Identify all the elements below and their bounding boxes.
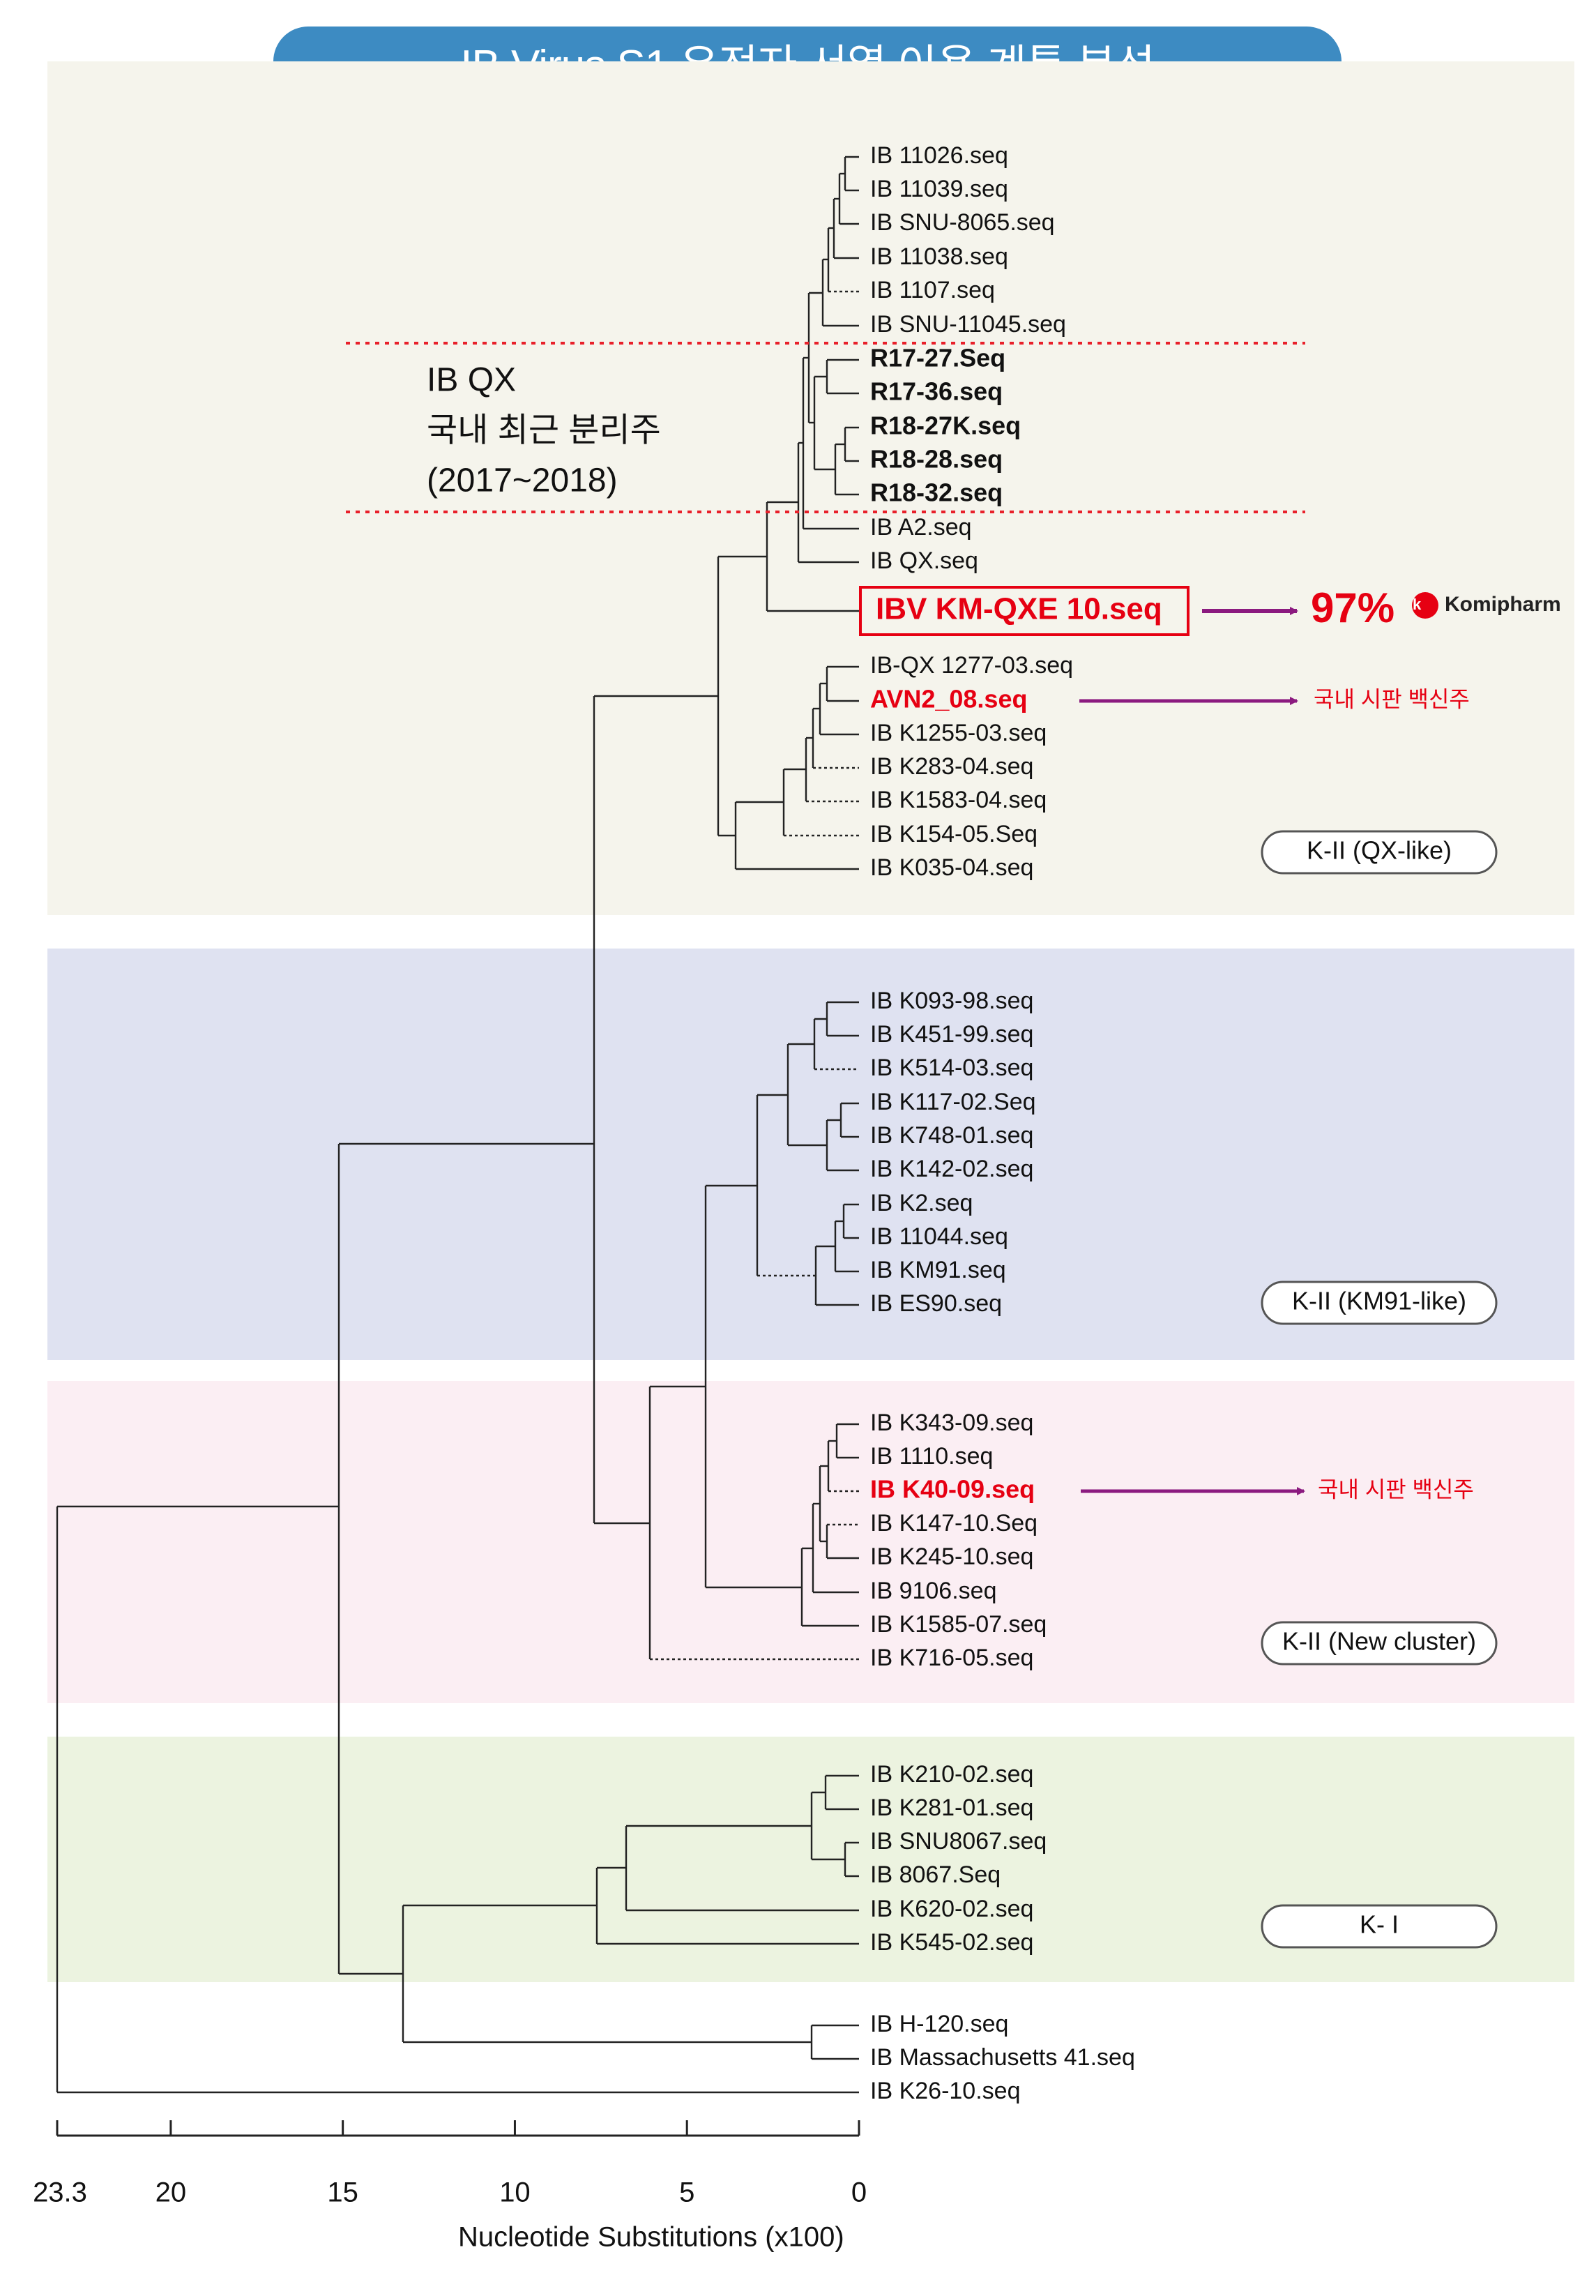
qx-note-line: (2017~2018) [427, 462, 618, 499]
scale-tick-label: 23.3 [33, 2177, 87, 2208]
group-tag-label: K-II (QX-like) [1307, 836, 1452, 865]
leaf-label: IB K117-02.Seq [870, 1089, 1036, 1115]
company-name: Komipharm [1445, 593, 1561, 616]
leaf-label: IB Massachusetts 41.seq [870, 2044, 1135, 2071]
leaf-label: IB 1110.seq [870, 1443, 993, 1470]
leaf-label: IB ES90.seq [870, 1290, 1002, 1317]
group-tag-label: K- I [1360, 1910, 1399, 1939]
leaf-label: IB K1255-03.seq [870, 720, 1047, 746]
leaf-label: R18-28.seq [870, 445, 1003, 474]
qx-note-line: 국내 최근 분리주 [427, 412, 661, 449]
leaf-label: IB K142-02.seq [870, 1156, 1033, 1182]
commercial-vaccine-label: 국내 시판 백신주 [1318, 1476, 1474, 1502]
leaf-label: R17-36.seq [870, 377, 1003, 406]
leaf-label: IB 11038.seq [870, 243, 1008, 270]
similarity-value: 97% [1311, 584, 1394, 631]
scale-axis-title: Nucleotide Substitutions (x100) [458, 2222, 844, 2253]
group-tag [1261, 1281, 1498, 1325]
scale-tick-label: 20 [155, 2177, 187, 2208]
komipharm-logo-mark: k [1413, 596, 1422, 613]
leaf-label: IB SNU8067.seq [870, 1828, 1047, 1855]
leaf-label: R18-27K.seq [870, 411, 1021, 440]
leaf-label: IB K748-01.seq [870, 1122, 1033, 1149]
leaf-label: IBV KM-QXE 10.seq [876, 592, 1162, 626]
group-tag-label: K-II (KM91-like) [1292, 1287, 1466, 1315]
leaf-label: IB QX.seq [870, 547, 978, 574]
leaf-label: R18-32.seq [870, 478, 1003, 507]
panel-qx-like [47, 61, 1574, 915]
leaf-label: IB K245-10.seq [870, 1543, 1033, 1570]
commercial-vaccine-label: 국내 시판 백신주 [1314, 686, 1470, 711]
leaf-label: IB K40-09.seq [870, 1475, 1035, 1504]
leaf-label: IB K451-99.seq [870, 1021, 1033, 1048]
leaf-label: IB K545-02.seq [870, 1929, 1033, 1956]
scale-tick-label: 10 [499, 2177, 531, 2208]
group-tag [1261, 1621, 1498, 1666]
leaf-label: IB K210-02.seq [870, 1761, 1033, 1788]
leaf-label: IB KM91.seq [870, 1257, 1006, 1283]
leaf-label: IB SNU-11045.seq [870, 311, 1066, 338]
leaf-label: IB 11026.seq [870, 142, 1008, 169]
leaf-label: IB K514-03.seq [870, 1055, 1033, 1081]
leaf-label: IB SNU-8065.seq [870, 209, 1055, 236]
km-qxe-highlight-box [859, 586, 1190, 636]
leaf-label: IB 8067.Seq [870, 1861, 1001, 1888]
leaf-label: IB K147-10.Seq [870, 1510, 1038, 1536]
group-tag-label: K-II (New cluster) [1282, 1627, 1476, 1656]
leaf-label: IB 11044.seq [870, 1223, 1008, 1250]
leaf-label: IB K26-10.seq [870, 2078, 1020, 2104]
leaf-label: AVN2_08.seq [870, 685, 1027, 713]
leaf-label: IB-QX 1277-03.seq [870, 652, 1073, 679]
leaf-label: IB K620-02.seq [870, 1896, 1033, 1922]
leaf-label: IB K281-01.seq [870, 1795, 1033, 1821]
leaf-label: IB K283-04.seq [870, 753, 1033, 780]
leaf-label: IB 9106.seq [870, 1578, 996, 1604]
scale-tick-label: 0 [851, 2177, 867, 2208]
leaf-label: IB 1107.seq [870, 277, 995, 303]
leaf-label: IB K2.seq [870, 1190, 973, 1216]
group-tag [1261, 830, 1498, 875]
leaf-label: IB K154-05.Seq [870, 821, 1038, 847]
leaf-label: IB K343-09.seq [870, 1410, 1033, 1436]
leaf-label: IB K093-98.seq [870, 988, 1033, 1014]
qx-note-line: IB QX [427, 362, 516, 399]
leaf-label: IB K716-05.seq [870, 1645, 1033, 1671]
leaf-label: IB K035-04.seq [870, 854, 1033, 881]
leaf-label: IB A2.seq [870, 514, 972, 541]
leaf-label: IB K1585-07.seq [870, 1611, 1047, 1638]
scale-tick-label: 15 [327, 2177, 358, 2208]
komipharm-logo-icon [1412, 592, 1438, 619]
scale-tick-label: 5 [679, 2177, 694, 2208]
group-tag [1261, 1904, 1498, 1949]
leaf-label: R17-27.Seq [870, 344, 1005, 372]
leaf-label: IB 11039.seq [870, 176, 1008, 202]
leaf-label: IB K1583-04.seq [870, 787, 1047, 813]
leaf-label: IB H-120.seq [870, 2011, 1008, 2037]
